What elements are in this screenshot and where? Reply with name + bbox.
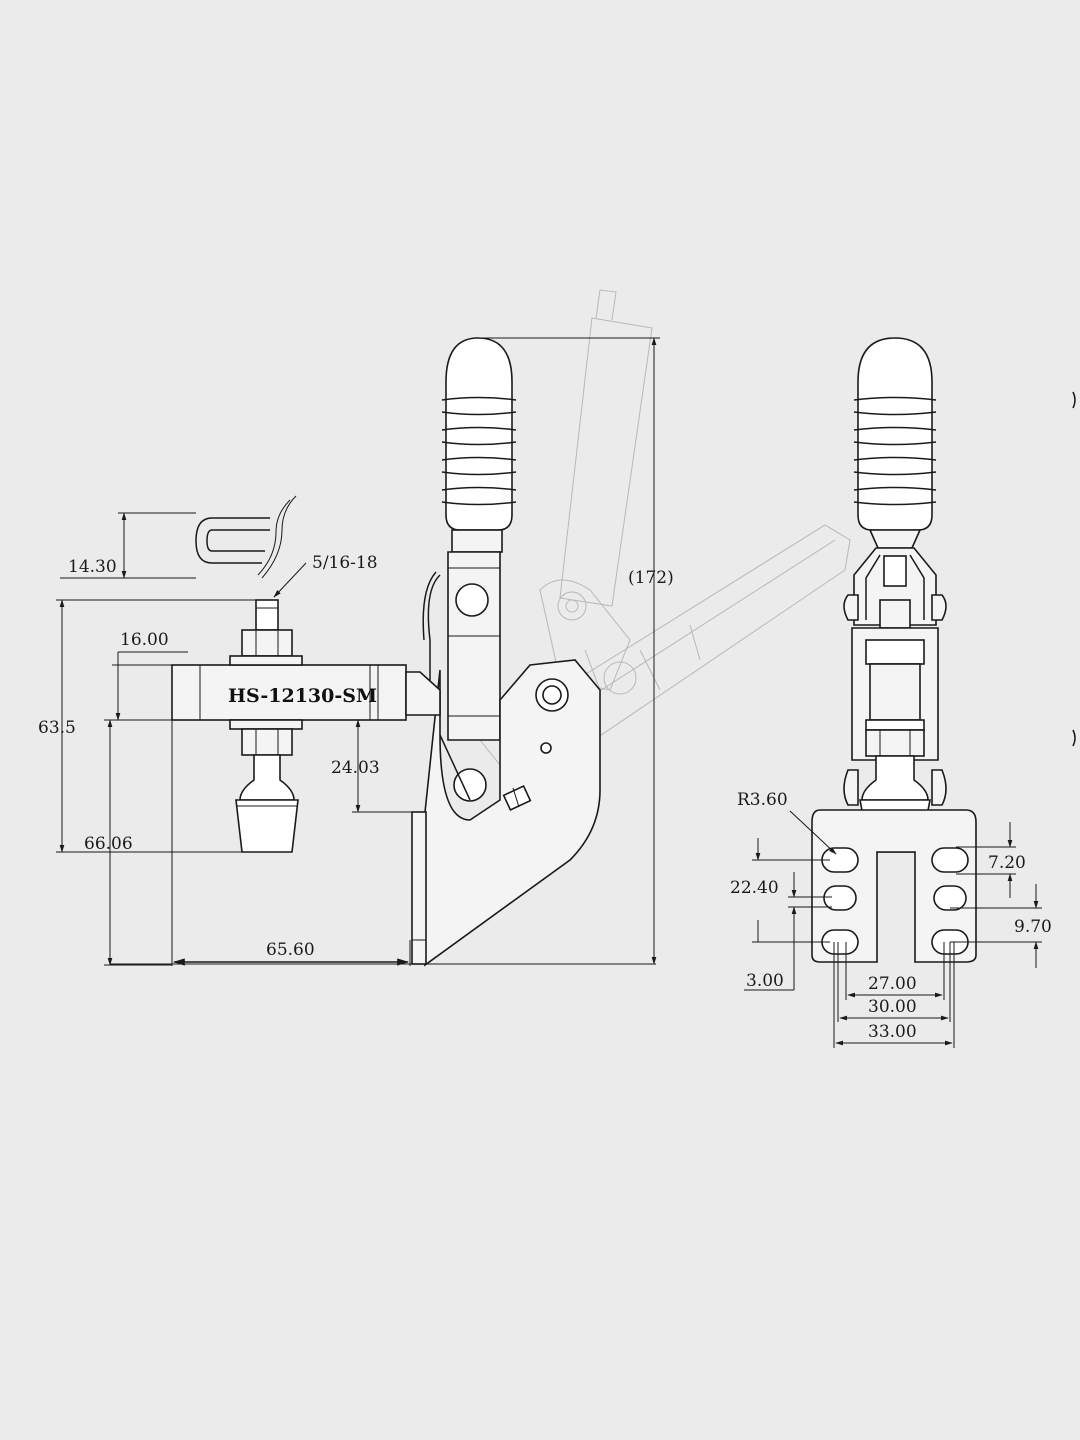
- spindle-assembly: [229, 599, 303, 853]
- side-view: HS-12130-SM: [38, 289, 851, 967]
- svg-text:7.20: 7.20: [988, 853, 1026, 873]
- edge-marks: [1072, 391, 1076, 747]
- svg-text:65.60: 65.60: [266, 940, 315, 960]
- svg-text:63.5: 63.5: [38, 718, 76, 738]
- handle-grip: [441, 337, 517, 531]
- dim-reach-height: 63.5: [38, 599, 256, 853]
- handle-shank: [422, 529, 503, 741]
- dim-arm-height: 16.00: [112, 630, 188, 721]
- svg-text:22.40: 22.40: [730, 878, 779, 898]
- svg-text:14.30: 14.30: [68, 557, 117, 577]
- dim-overall-height: (172): [478, 337, 674, 965]
- dim-hole-pitch-right: 9.70: [950, 884, 1052, 968]
- clamp-arm: HS-12130-SM: [171, 664, 441, 721]
- front-handle-grip: [853, 337, 937, 549]
- svg-text:9.70: 9.70: [1014, 917, 1052, 937]
- svg-text:66.06: 66.06: [84, 834, 133, 854]
- slot-detail: [195, 495, 297, 579]
- svg-text:24.03: 24.03: [331, 758, 380, 778]
- front-linkage: [843, 547, 947, 853]
- svg-text:R3.60: R3.60: [737, 790, 788, 810]
- svg-text:30.00: 30.00: [868, 997, 917, 1017]
- dim-edge-offset: 3.00: [744, 872, 832, 991]
- front-view: R3.60 7.20 22.40 9.70: [730, 337, 1052, 1048]
- dim-slot-width: 14.30: [60, 512, 196, 579]
- model-label: HS-12130-SM: [228, 685, 377, 707]
- svg-text:5/16-18: 5/16-18: [312, 553, 378, 573]
- dim-slot-radius: R3.60: [737, 790, 837, 855]
- svg-text:(172): (172): [628, 568, 674, 588]
- dim-spindle-length: 66.06: [84, 719, 172, 966]
- dim-horizontal-reach: 65.60: [110, 720, 656, 966]
- dim-hole-offset-top: 7.20: [956, 822, 1026, 898]
- thread-callout: 5/16-18: [273, 553, 378, 598]
- svg-text:16.00: 16.00: [120, 630, 169, 650]
- front-base-plate: [811, 809, 977, 963]
- dim-base-to-arm: 24.03: [331, 719, 412, 813]
- svg-text:27.00: 27.00: [868, 974, 917, 994]
- dim-hole-pitch-left: 22.40: [730, 838, 830, 943]
- dim-spans: 27.00 30.00 33.00: [833, 942, 955, 1048]
- svg-text:3.00: 3.00: [746, 971, 784, 991]
- svg-text:33.00: 33.00: [868, 1022, 917, 1042]
